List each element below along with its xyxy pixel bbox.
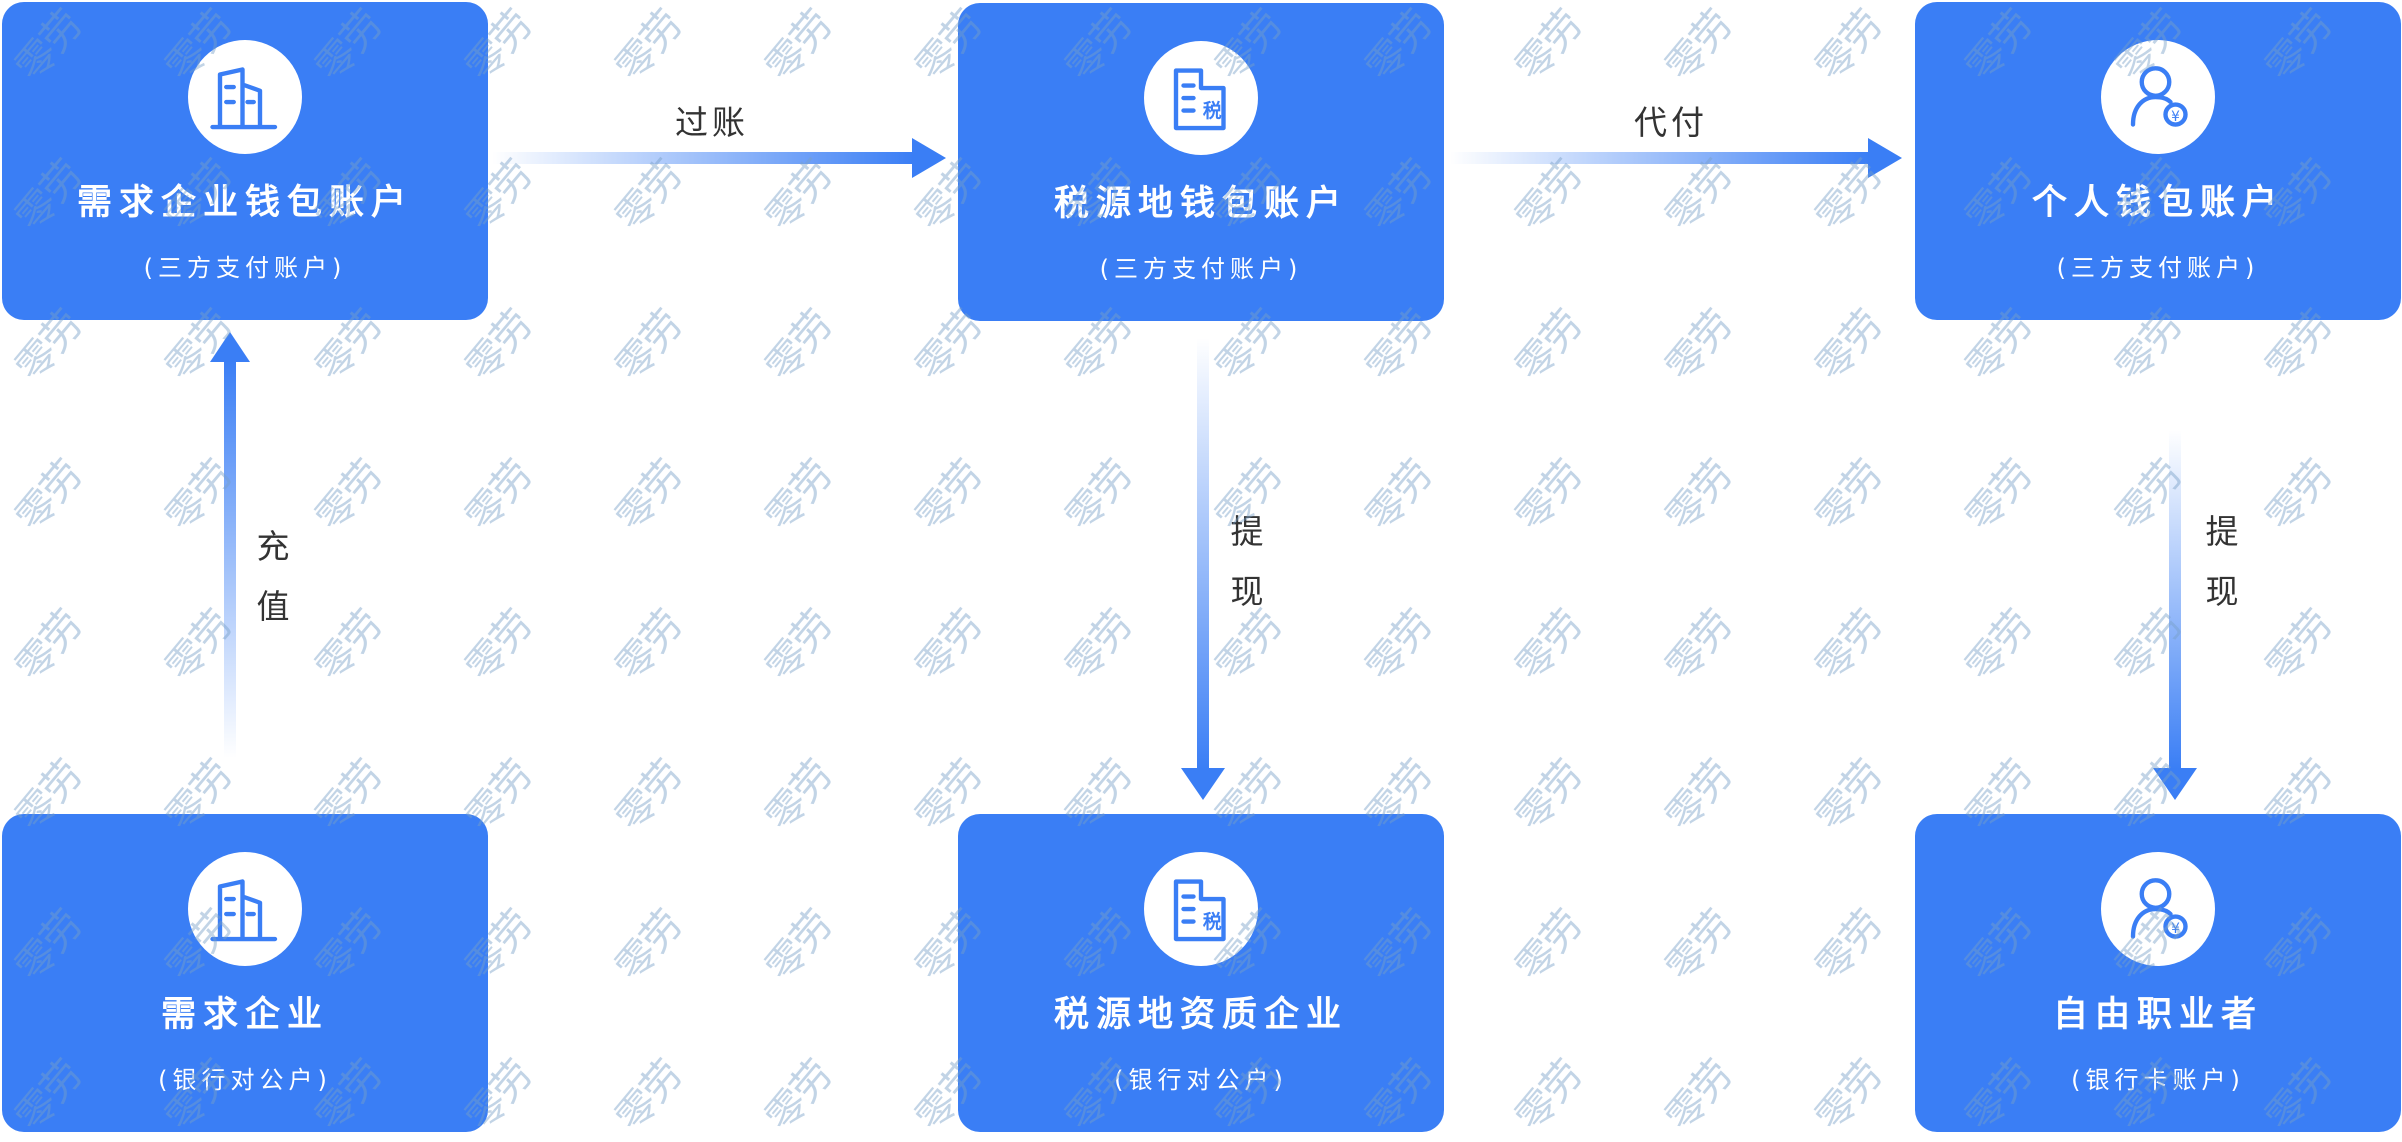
demand-company-box: 需求企业 (银行对公户) xyxy=(2,814,488,1132)
arrow-transfer xyxy=(492,138,946,178)
tax-company-box: 税源地资质企业 (银行对公户) xyxy=(958,814,1444,1132)
box-subtitle: (银行对公户) xyxy=(1114,1066,1288,1094)
box-subtitle: (三方支付账户) xyxy=(1099,255,1303,283)
arrow-withdraw-person xyxy=(2153,430,2197,800)
recharge-char: 充 xyxy=(256,527,290,566)
demand-wallet-box: 需求企业钱包账户 (三方支付账户) xyxy=(2,2,488,320)
box-subtitle: (银行对公户) xyxy=(158,1066,332,1094)
box-title: 需求企业 xyxy=(160,995,329,1035)
box-subtitle: (银行卡账户) xyxy=(2071,1066,2245,1094)
tax-building-icon xyxy=(1144,852,1258,966)
person-yuan-icon xyxy=(2101,40,2215,154)
box-title: 税源地钱包账户 xyxy=(1053,184,1348,224)
withdraw-char: 现 xyxy=(1230,572,1264,611)
tax-wallet-box: 税源地钱包账户 (三方支付账户) xyxy=(958,3,1444,321)
withdraw-tax-label: 提 现 xyxy=(1227,502,1267,622)
withdraw-char: 提 xyxy=(2205,512,2239,551)
recharge-char: 值 xyxy=(256,587,290,626)
freelancer-box: 自由职业者 (银行卡账户) xyxy=(1915,814,2401,1132)
box-title: 需求企业钱包账户 xyxy=(76,183,413,223)
arrow-withdraw-tax xyxy=(1181,338,1225,800)
withdraw-char: 现 xyxy=(2205,572,2239,611)
payout-label: 代付 xyxy=(1634,103,1708,142)
building-icon xyxy=(188,40,302,154)
withdraw-person-label: 提 现 xyxy=(2202,502,2242,622)
building-icon xyxy=(188,852,302,966)
box-title: 税源地资质企业 xyxy=(1053,995,1348,1035)
box-subtitle: (三方支付账户) xyxy=(2056,254,2260,282)
transfer-label: 过账 xyxy=(675,103,749,142)
arrow-recharge xyxy=(210,332,250,758)
tax-building-icon xyxy=(1144,41,1258,155)
recharge-label: 充 值 xyxy=(253,517,293,637)
person-yuan-icon xyxy=(2101,852,2215,966)
box-subtitle: (三方支付账户) xyxy=(143,254,347,282)
arrow-payout xyxy=(1450,138,1902,178)
personal-wallet-box: 个人钱包账户 (三方支付账户) xyxy=(1915,2,2401,320)
box-title: 个人钱包账户 xyxy=(2031,183,2284,223)
withdraw-char: 提 xyxy=(1230,512,1264,551)
box-title: 自由职业者 xyxy=(2052,995,2263,1035)
